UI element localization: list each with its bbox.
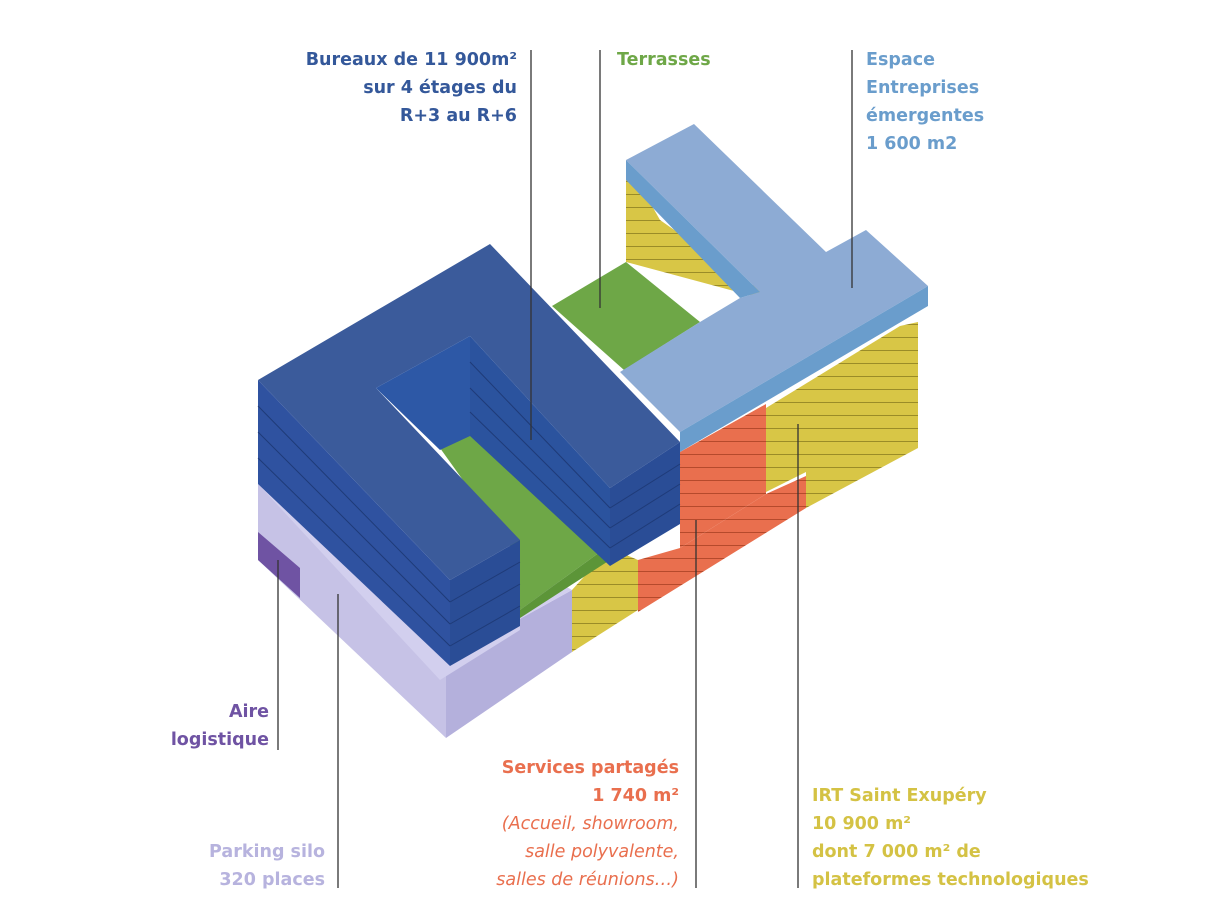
bureaux-block (257, 244, 681, 666)
bureaux-floor-lines (257, 361, 681, 647)
parking-label-line2: 320 places (219, 870, 325, 890)
bureaux-label-line1: Bureaux de 11 900m² (305, 50, 517, 70)
bureaux-inner-wall (376, 336, 470, 450)
espace-label-line2: Entreprises (866, 78, 980, 98)
irt-upper-side (626, 160, 760, 298)
services-label-line3: (Accueil, showroom, (501, 814, 679, 834)
espace-label-line3: émergentes (866, 106, 985, 126)
terrasses-label-line1: Terrasses (617, 50, 711, 70)
irt-label-line2: 10 900 m² (812, 814, 911, 834)
bureaux-right-face (610, 442, 680, 566)
espace-edge-left (626, 160, 760, 298)
services-partages-block (638, 404, 806, 612)
services-label-line1: Services partagés (501, 758, 679, 778)
irt-podium-block (572, 160, 918, 652)
services-face-low (638, 476, 806, 612)
espace-entreprises-block (620, 124, 928, 452)
bureaux-top (258, 244, 680, 580)
espace-edge-front (680, 286, 928, 452)
aire-label-line2: logistique (170, 730, 269, 750)
bureaux-label-line3: R+3 au R+6 (399, 106, 517, 126)
terrasse-lower-edge (520, 552, 610, 618)
irt-label-line1: IRT Saint Exupéry (812, 786, 987, 806)
services-label-line5: salles de réunions…) (496, 870, 679, 890)
services-label-line2: 1 740 m² (592, 786, 679, 806)
parking-front-face (258, 484, 446, 738)
espace-label-line4: 1 600 m2 (866, 134, 958, 154)
bureaux-label: Bureaux de 11 900m² sur 4 étages du R+3 … (306, 46, 517, 130)
parking-top-face (258, 484, 572, 680)
aire-logistique-block (258, 532, 300, 598)
parking-label: Parking silo 320 places (209, 838, 325, 894)
espace-top (620, 124, 928, 432)
irt-front-face-left (572, 548, 638, 652)
irt-upper-face (766, 322, 918, 492)
services-label: Services partagés 1 740 m² (Accueil, sho… (496, 754, 679, 894)
irt-label: IRT Saint Exupéry 10 900 m² dont 7 000 m… (812, 782, 1089, 894)
espace-label-line1: Espace (866, 50, 935, 70)
parking-silo-block (258, 484, 572, 738)
terrasse-upper (552, 262, 700, 370)
irt-label-line4: plateformes technologiques (812, 870, 1089, 890)
aire-label-line1: Aire (228, 702, 269, 722)
bureaux-label-line2: sur 4 étages du (363, 78, 517, 98)
terrasses-label: Terrasses (617, 46, 711, 74)
bureaux-front-left (258, 380, 450, 666)
terrasse-lower (440, 432, 600, 610)
parking-label-line1: Parking silo (209, 842, 325, 862)
espace-label: Espace Entreprises émergentes 1 600 m2 (866, 46, 984, 158)
services-label-line4: salle polyvalente, (525, 842, 679, 862)
parking-right-face (446, 590, 572, 738)
callout-lines (277, 50, 853, 888)
services-face-main (680, 404, 766, 548)
bureaux-inner-side (470, 336, 610, 566)
irt-label-line3: dont 7 000 m² de (812, 842, 981, 862)
terrasses-block (440, 262, 700, 618)
aire-label: Aire logistique (171, 698, 269, 754)
